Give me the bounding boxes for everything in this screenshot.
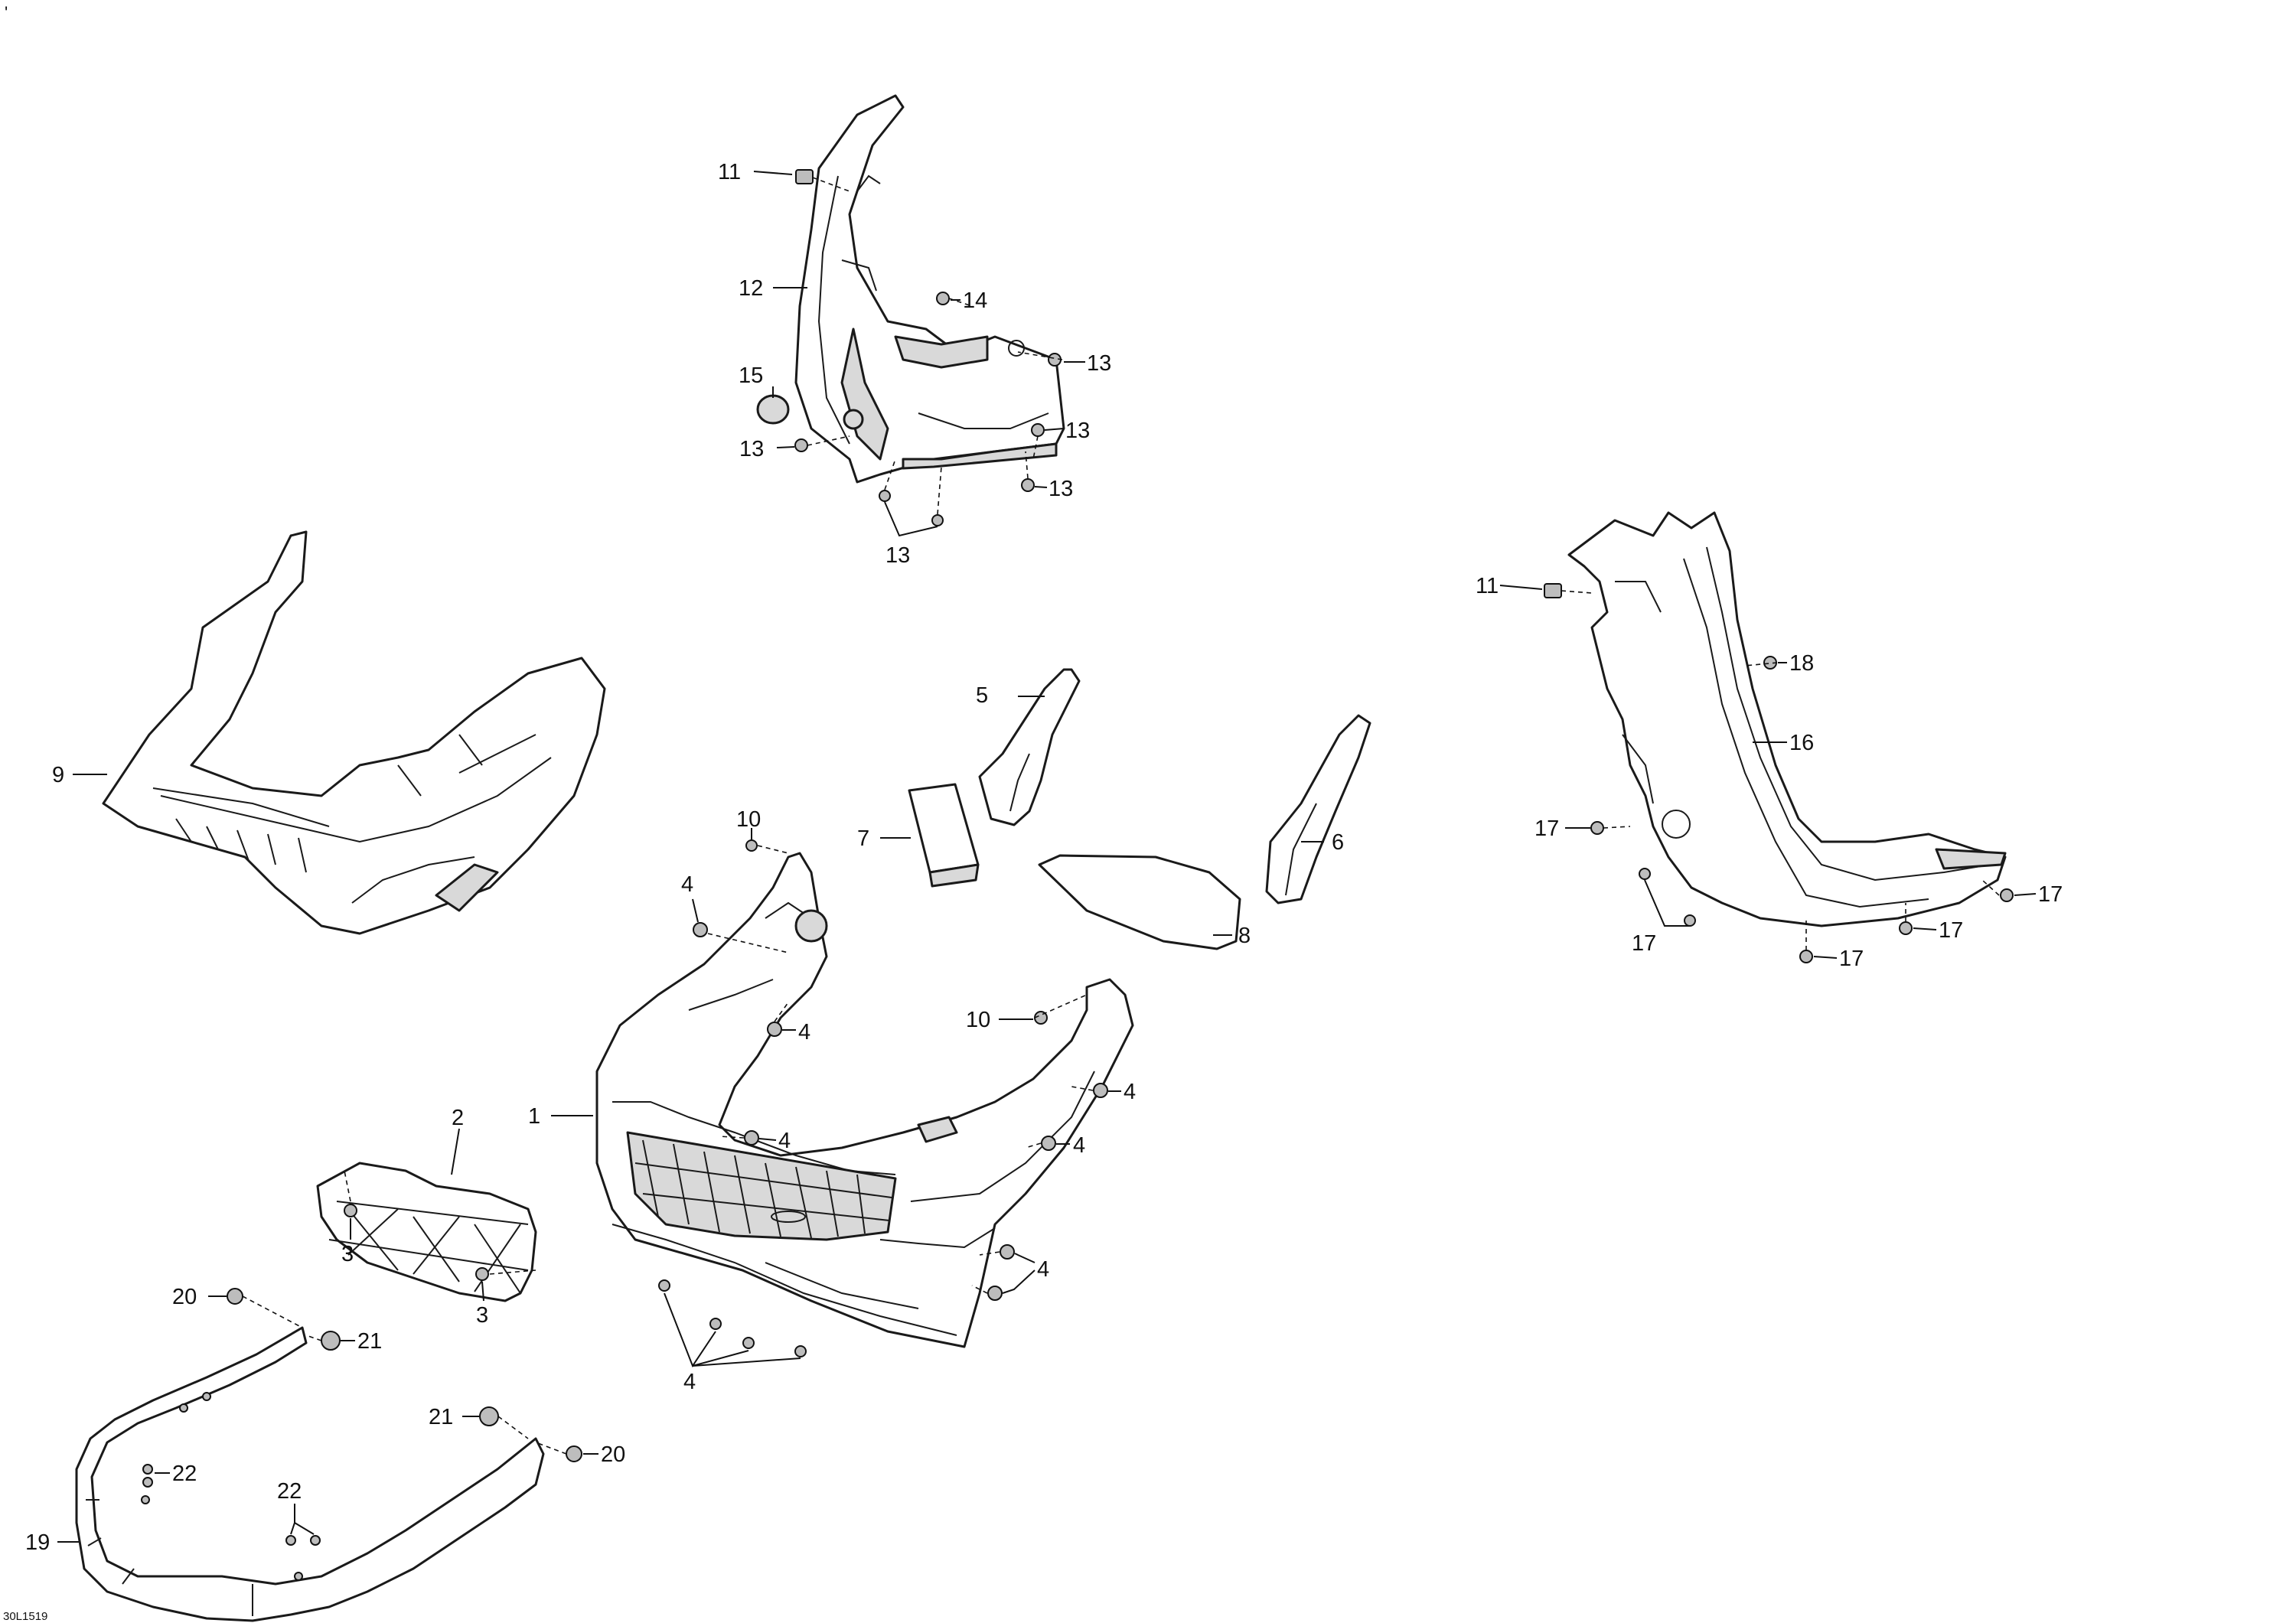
part-5-panel-piece xyxy=(978,668,1081,826)
callout-17-e: 17 xyxy=(1632,931,1656,956)
part-8-pad xyxy=(1038,854,1241,950)
leader-lines xyxy=(57,171,2037,1543)
callout-1: 1 xyxy=(528,1104,540,1129)
callout-13-c: 13 xyxy=(739,437,764,461)
part-7-pad xyxy=(908,783,980,888)
callout-15: 15 xyxy=(739,363,763,388)
callout-12: 12 xyxy=(739,276,763,301)
callout-21-right: 21 xyxy=(429,1405,453,1429)
callout-16: 16 xyxy=(1789,731,1814,755)
part-6-panel-piece xyxy=(1265,714,1371,904)
part-9-front-upper-panel xyxy=(102,530,606,935)
part-2-grille-bracket xyxy=(316,1162,537,1302)
callout-3-b: 3 xyxy=(476,1303,488,1328)
callout-17-c: 17 xyxy=(1939,918,1963,943)
clip-11-upper xyxy=(795,169,814,184)
callout-11-right: 11 xyxy=(1476,574,1499,598)
callout-9: 9 xyxy=(52,763,64,787)
callout-21-left: 21 xyxy=(357,1329,382,1354)
callout-22-left: 22 xyxy=(172,1462,197,1486)
callout-5: 5 xyxy=(976,683,988,708)
callout-2: 2 xyxy=(452,1106,464,1130)
callout-20-left: 20 xyxy=(172,1285,197,1309)
callout-18: 18 xyxy=(1789,651,1814,676)
corner-mark: ' xyxy=(5,3,8,22)
callout-14: 14 xyxy=(963,288,987,313)
callout-13-e: 13 xyxy=(885,543,910,568)
callout-8: 8 xyxy=(1238,924,1251,948)
callout-4-b: 4 xyxy=(798,1020,810,1045)
part-1-front-bumper-grille xyxy=(595,852,1134,1348)
clip-11-right xyxy=(1544,583,1562,598)
assembly-lines xyxy=(242,177,2000,1455)
part-12-upper-side-panel xyxy=(794,94,1065,484)
callout-13-a: 13 xyxy=(1087,351,1111,376)
callout-7: 7 xyxy=(857,826,869,851)
callout-3-a: 3 xyxy=(341,1242,354,1266)
callout-13-b: 13 xyxy=(1065,419,1090,443)
callout-4-d: 4 xyxy=(1124,1080,1136,1104)
callout-10-right: 10 xyxy=(966,1008,990,1032)
callout-6: 6 xyxy=(1332,830,1344,855)
callout-22-bottom: 22 xyxy=(277,1479,302,1504)
fasteners xyxy=(142,169,2014,1546)
callout-17-a: 17 xyxy=(1534,816,1559,841)
part-16-right-side-panel xyxy=(1567,511,2007,927)
callout-4-f: 4 xyxy=(1037,1257,1049,1282)
part-19-lower-bumper-tube xyxy=(75,1326,545,1622)
callout-17-b: 17 xyxy=(2038,882,2063,907)
drawing-reference-code: 30L1519 xyxy=(3,1610,48,1623)
callout-4-g: 4 xyxy=(683,1370,696,1394)
callout-4-e: 4 xyxy=(1073,1133,1085,1158)
callout-4-c: 4 xyxy=(778,1129,791,1153)
callout-19: 19 xyxy=(25,1530,50,1555)
callout-labels: 11 12 14 13 13 13 13 13 15 5 6 7 8 9 10 … xyxy=(25,160,2063,1555)
callout-4-a: 4 xyxy=(681,872,693,897)
callout-20-right: 20 xyxy=(601,1442,625,1467)
callout-10-top: 10 xyxy=(736,807,761,832)
callout-13-d: 13 xyxy=(1049,477,1073,501)
callout-17-d: 17 xyxy=(1839,947,1864,971)
callout-11-upper: 11 xyxy=(718,160,741,184)
